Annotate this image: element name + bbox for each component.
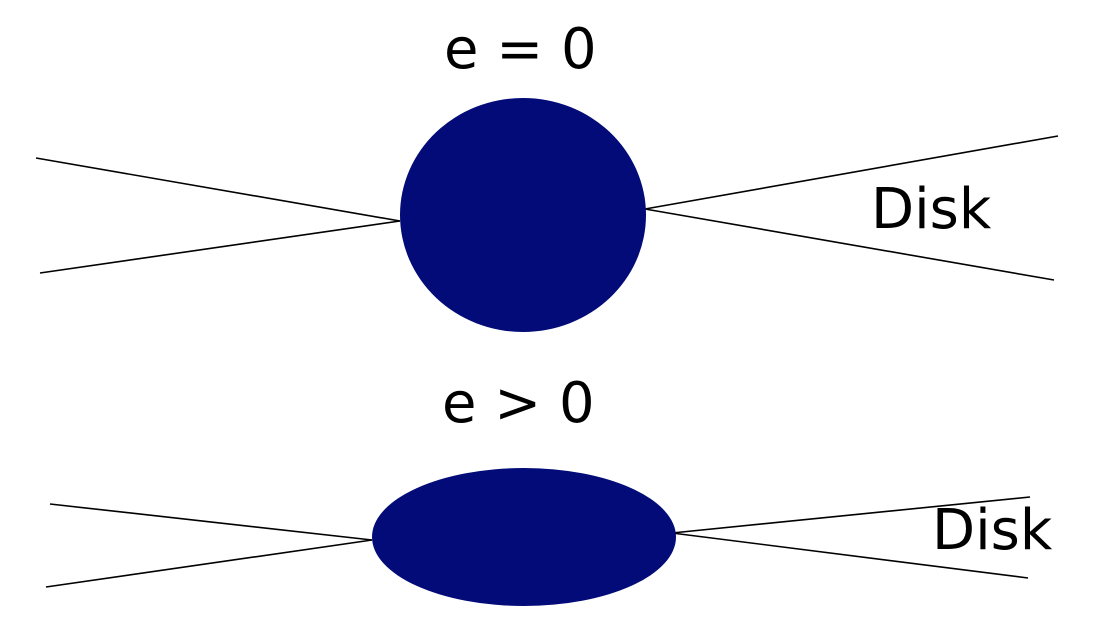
- disk-line-right-lower: [671, 532, 1029, 579]
- panel-e-zero: [35, 98, 1059, 332]
- disk-line-left-lower: [39, 220, 401, 274]
- disk-line-left-upper: [49, 503, 373, 541]
- body-circle: [400, 98, 646, 332]
- disk-label-bottom: Disk: [932, 498, 1053, 563]
- disk-label-top: Disk: [871, 177, 992, 242]
- disk-line-right-upper: [644, 135, 1059, 210]
- disk-line-right-lower: [644, 208, 1055, 281]
- body-ellipse: [372, 468, 676, 606]
- disk-line-left-lower: [45, 539, 373, 588]
- title-e-zero: e = 0: [444, 17, 597, 82]
- panel-e-positive: [45, 468, 1031, 606]
- disk-line-left-upper: [35, 157, 401, 222]
- disk-line-right-upper: [671, 496, 1031, 534]
- title-e-positive: e > 0: [442, 371, 595, 436]
